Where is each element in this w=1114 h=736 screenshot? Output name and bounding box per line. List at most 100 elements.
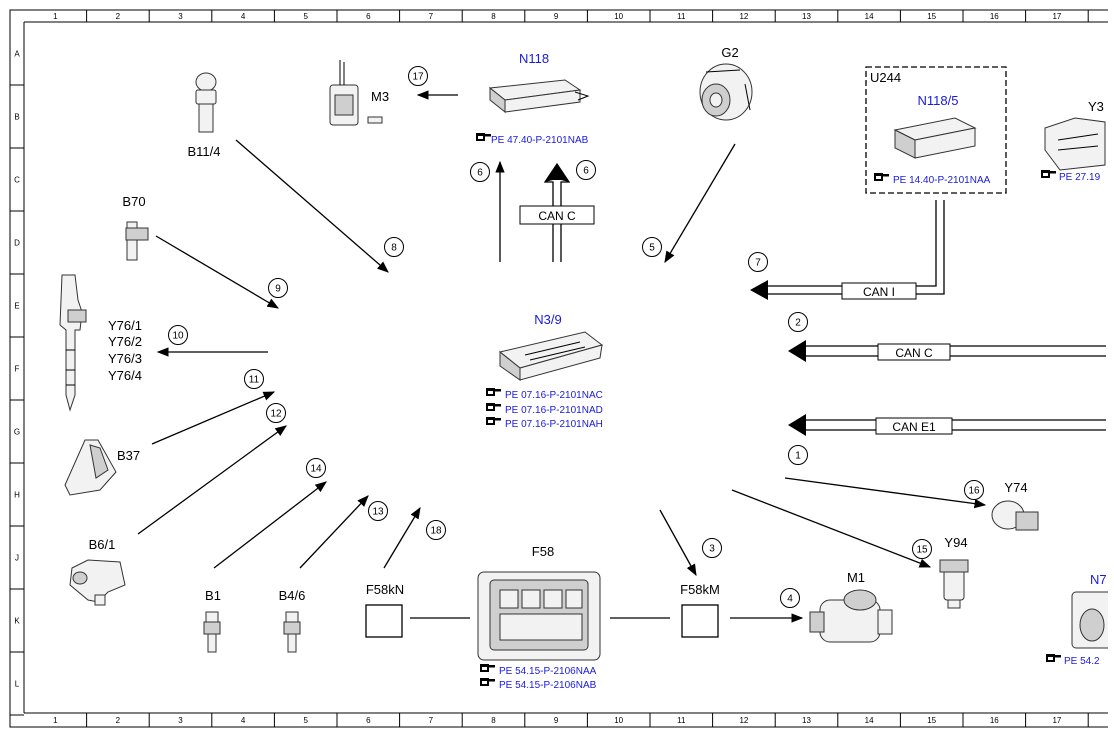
can-c-top-label: CAN C xyxy=(538,209,576,223)
grid-col-label-bottom: 13 xyxy=(802,716,811,725)
y76-4-label: Y76/4 xyxy=(108,368,142,383)
grid-col-label-bottom: 11 xyxy=(677,716,686,725)
n118-module-icon xyxy=(488,79,590,114)
can-c-top-box xyxy=(519,205,595,225)
n7-module-icon xyxy=(1071,591,1113,649)
y94-valve-icon xyxy=(939,559,969,609)
marker-18: 18 xyxy=(426,520,446,540)
grid-col-label-top: 7 xyxy=(429,12,434,21)
g2-alternator-icon xyxy=(699,63,753,121)
grid-col-label-top: 10 xyxy=(614,12,623,21)
grid-col-label-top: 11 xyxy=(677,12,686,21)
y76-3-label: Y76/3 xyxy=(108,351,142,366)
marker-7: 7 xyxy=(748,252,768,272)
grid-col-label-bottom: 16 xyxy=(990,716,999,725)
grid-col-label-top: 9 xyxy=(554,12,559,21)
f58km-label: F58kM xyxy=(680,582,720,597)
m1-starter-icon xyxy=(809,589,893,643)
f58kn-relay-icon xyxy=(365,604,403,638)
can-i-label: CAN I xyxy=(863,285,895,299)
frame-outer xyxy=(9,9,1114,728)
f58-label: F58 xyxy=(532,544,554,559)
grid-col-label-bottom: 1 xyxy=(53,716,58,725)
svg-text:17: 17 xyxy=(412,72,424,83)
grid-col-label-top: 15 xyxy=(927,12,936,21)
pointing-hand-icon xyxy=(874,173,889,181)
f58-fuse-box-icon xyxy=(477,571,601,661)
y76-2-label: Y76/2 xyxy=(108,334,142,349)
b6-1-label: B6/1 xyxy=(89,537,116,552)
grid-row-label: G xyxy=(14,428,20,437)
b1-label: B1 xyxy=(205,588,221,603)
y3-ref-0[interactable]: PE 27.19 xyxy=(1059,172,1101,183)
y74-valve-icon xyxy=(991,500,1039,531)
grid-row-label: C xyxy=(14,176,20,185)
grid-col-label-bottom: 6 xyxy=(366,716,371,725)
f58kn-label: F58kN xyxy=(366,582,404,597)
pointing-hand-icon xyxy=(1046,654,1061,662)
marker-13: 13 xyxy=(368,501,388,521)
grid-col-label-top: 16 xyxy=(990,12,999,21)
grid-col-label-top: 3 xyxy=(178,12,183,21)
svg-text:11: 11 xyxy=(249,375,260,386)
pointing-hand-icon xyxy=(480,664,495,672)
n118-5-ref-0[interactable]: PE 14.40-P-2101NAA xyxy=(893,175,991,186)
svg-text:2: 2 xyxy=(795,318,801,329)
grid-row-label: D xyxy=(14,239,20,248)
grid-row-label: B xyxy=(14,113,19,122)
n3-9-ref-0[interactable]: PE 07.16-P-2101NAC xyxy=(505,390,603,401)
b70-label: B70 xyxy=(122,194,145,209)
b4-6-label: B4/6 xyxy=(279,588,306,603)
y74-label: Y74 xyxy=(1004,480,1027,495)
can-c-right-label: CAN C xyxy=(895,346,933,360)
b11-4-sensor-icon xyxy=(195,72,217,133)
grid-col-label-bottom: 12 xyxy=(739,716,748,725)
grid-row-label: L xyxy=(15,680,20,689)
svg-text:9: 9 xyxy=(275,284,281,295)
m1-label: M1 xyxy=(847,570,865,585)
f58-ref-0[interactable]: PE 54.15-P-2106NAA xyxy=(499,666,597,677)
n3-9-ecu-icon xyxy=(498,331,604,381)
marker-6: 6 xyxy=(470,162,490,182)
marker-15: 15 xyxy=(912,539,932,559)
u244-label: U244 xyxy=(870,70,901,85)
grid-col-label-top: 13 xyxy=(802,12,811,21)
n118-ref-0[interactable]: PE 47.40-P-2101NAB xyxy=(491,135,589,146)
y94-label: Y94 xyxy=(944,535,967,550)
grid-col-label-bottom: 5 xyxy=(303,716,308,725)
marker-17: 17 xyxy=(408,66,428,86)
m3-label: M3 xyxy=(371,89,389,104)
grid-col-label-top: 2 xyxy=(116,12,121,21)
n3-9-ref-2[interactable]: PE 07.16-P-2101NAH xyxy=(505,419,603,430)
svg-text:8: 8 xyxy=(391,243,397,254)
grid-col-label-top: 1 xyxy=(53,12,58,21)
m3-pump-icon xyxy=(329,60,383,126)
pointing-hand-icon xyxy=(486,388,501,396)
b1-sensor-icon xyxy=(203,611,221,653)
can-e1-box xyxy=(875,417,953,435)
svg-text:12: 12 xyxy=(270,409,282,420)
u244-boundary xyxy=(865,66,1007,194)
marker-4: 4 xyxy=(780,588,800,608)
n3-9-ref-1[interactable]: PE 07.16-P-2101NAD xyxy=(505,405,603,416)
b4-6-sensor-icon xyxy=(283,611,301,653)
grid-col-label-bottom: 7 xyxy=(429,716,434,725)
svg-text:6: 6 xyxy=(583,166,589,177)
pointing-hand-icon xyxy=(480,678,495,686)
n7-label: N7 xyxy=(1090,572,1107,587)
svg-text:5: 5 xyxy=(649,243,655,254)
f58km-relay-icon xyxy=(681,604,719,638)
grid-col-label-bottom: 17 xyxy=(1052,716,1061,725)
n7-ref-0[interactable]: PE 54.2 xyxy=(1064,656,1100,667)
can-bus-lines xyxy=(543,162,1106,436)
f58-ref-1[interactable]: PE 54.15-P-2106NAB xyxy=(499,680,597,691)
svg-text:1: 1 xyxy=(795,451,801,462)
b70-sensor-icon xyxy=(125,221,149,261)
svg-text:13: 13 xyxy=(372,507,384,518)
grid-row-label: F xyxy=(15,365,20,374)
grid-columns: 1122334455667788991010111112121313141415… xyxy=(53,10,1089,727)
marker-6: 6 xyxy=(576,160,596,180)
grid-col-label-top: 17 xyxy=(1052,12,1061,21)
